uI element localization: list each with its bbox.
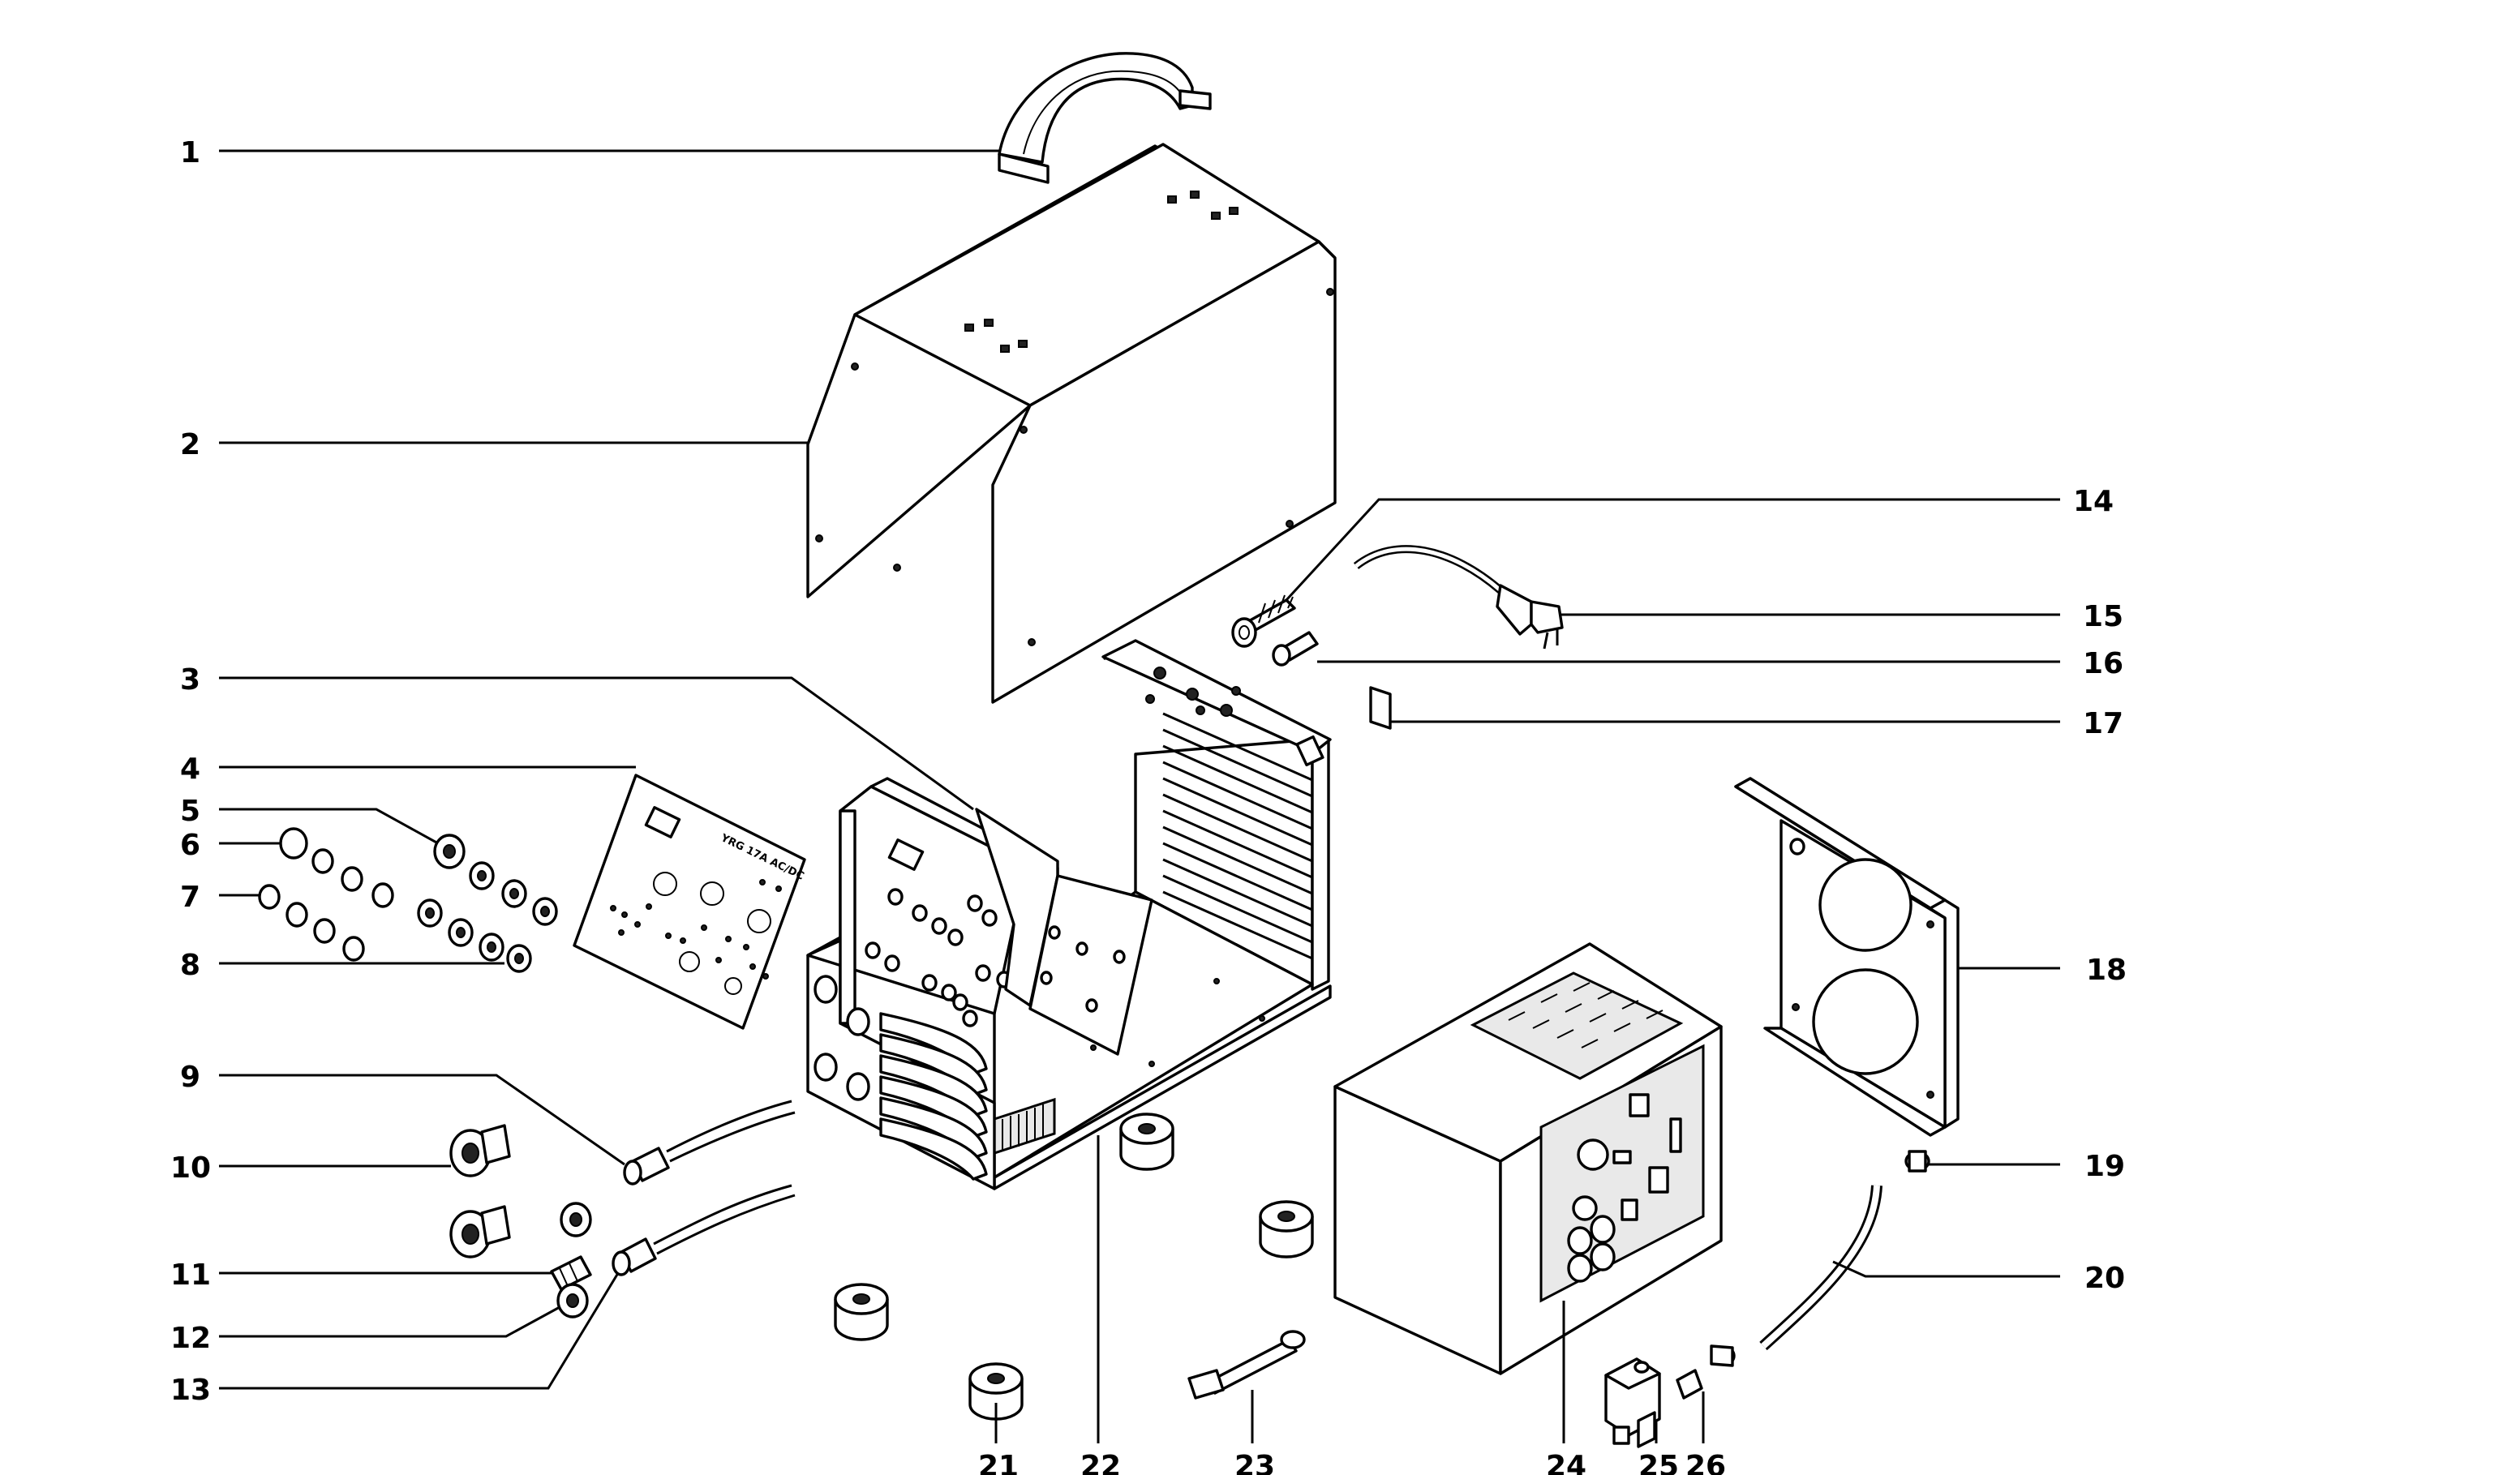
part-5-knobs — [417, 834, 558, 973]
callout-8: 8 — [180, 949, 200, 982]
callout-10: 10 — [170, 1151, 211, 1185]
callout-21: 21 — [978, 1450, 1019, 1475]
part-26-fitting — [1676, 1344, 1736, 1400]
callout-19: 19 — [2084, 1150, 2125, 1183]
callout-16: 16 — [2083, 647, 2123, 680]
part-25-solenoid-valve — [1604, 1357, 1661, 1448]
callout-labels: 1 2 3 4 5 6 7 8 9 10 11 12 13 14 15 16 1… — [170, 136, 2127, 1475]
callout-23: 23 — [1234, 1450, 1275, 1475]
callout-20: 20 — [2084, 1262, 2125, 1295]
callout-25: 25 — [1638, 1450, 1679, 1475]
part-1-handle — [998, 52, 1212, 184]
callout-12: 12 — [170, 1322, 211, 1355]
callout-3: 3 — [180, 663, 200, 697]
callout-15: 15 — [2083, 600, 2123, 633]
part-4-control-panel-label: YRG 17A AC/DC — [573, 774, 806, 1030]
callout-2: 2 — [180, 428, 200, 461]
part-14-cable-gland — [1231, 594, 1296, 648]
part-19-hose-clamp — [1904, 1150, 1930, 1173]
part-21-rubber-feet — [834, 1113, 1314, 1421]
callout-18: 18 — [2086, 954, 2127, 987]
callout-11: 11 — [170, 1258, 211, 1292]
part-2-top-cover — [806, 143, 1337, 704]
part-11-gas-fitting — [550, 1255, 592, 1291]
callout-6: 6 — [180, 829, 200, 862]
part-7-caps-row — [258, 884, 365, 962]
callout-22: 22 — [1080, 1450, 1121, 1475]
part-6-caps-row — [279, 827, 394, 908]
callout-24: 24 — [1546, 1450, 1586, 1475]
part-12-connector-socket — [556, 1202, 592, 1318]
part-10-dinse-socket — [449, 1124, 511, 1177]
callout-4: 4 — [180, 753, 200, 786]
part-18-fan-bracket — [1734, 777, 1960, 1137]
part-17-small-plate — [1369, 686, 1392, 730]
part-10b-dinse-socket — [449, 1205, 511, 1258]
part-16-fuse-holder — [1272, 631, 1319, 667]
callout-7: 7 — [180, 881, 200, 914]
callout-5: 5 — [180, 795, 200, 828]
callout-9: 9 — [180, 1061, 200, 1094]
leader-lines — [219, 149, 2060, 1443]
part-3-front-panel-plate — [975, 808, 1153, 1056]
part-13-control-cable — [612, 1184, 796, 1276]
callout-13: 13 — [170, 1374, 211, 1407]
part-23-connector-bar — [1187, 1330, 1306, 1400]
callout-14: 14 — [2073, 485, 2114, 518]
part-20-gas-hose — [1759, 1185, 1882, 1351]
part-15-power-cable — [1353, 545, 1564, 650]
part-9-control-cable — [623, 1100, 796, 1186]
callout-17: 17 — [2083, 707, 2123, 740]
callout-26: 26 — [1685, 1450, 1726, 1475]
callout-1: 1 — [180, 136, 200, 169]
part-24-main-unit — [1333, 942, 1723, 1375]
